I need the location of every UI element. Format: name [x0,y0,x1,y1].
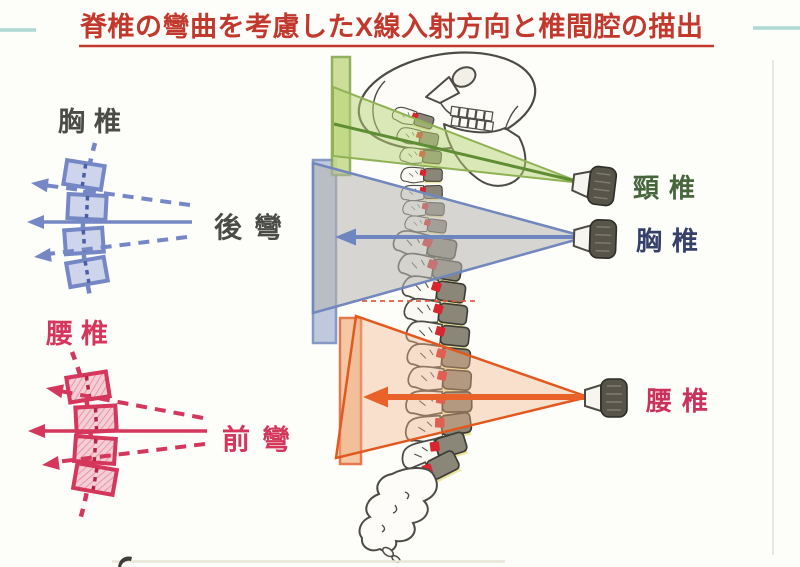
xray-tube-icon [572,217,618,260]
film-plate-lumbar-orange [338,316,363,466]
cervical-label: 頸椎 [633,173,705,203]
spine-illustration [358,104,474,564]
xray-tube-icon [569,162,619,208]
lordosis-vertebra-blocks [64,369,119,497]
lumbar-label: 腰椎 [645,386,718,416]
cutoff-text-fragment [118,556,132,567]
lordosis-beam-arrows [28,381,207,472]
xray-tube-icon [584,378,628,418]
kyphosis-curve-label: 後彎 [214,212,294,243]
lordosis-curve-label: 前彎 [222,423,302,455]
thoracic-label: 胸椎 [636,226,708,256]
kyphosis-beam-arrows [27,176,192,264]
kyphosis-diagram: 胸椎 後彎 [27,107,294,302]
lordosis-region-label: 腰椎 [45,319,116,349]
page-title: 脊椎の彎曲を考慮したX線入射方向と椎間腔の描出 [79,11,704,42]
lumbar-beam-arrow [363,386,388,408]
thoracic-beam-arrow [335,228,356,246]
lordosis-diagram: 腰椎 前彎 [28,319,302,524]
kyphosis-region-label: 胸椎 [58,107,130,137]
xray-beam-cervical [332,85,583,184]
sacrum [358,467,438,564]
xray-beam-thoracic [311,161,591,315]
xray-beam-lumbar [334,314,593,460]
teeth [449,105,495,132]
